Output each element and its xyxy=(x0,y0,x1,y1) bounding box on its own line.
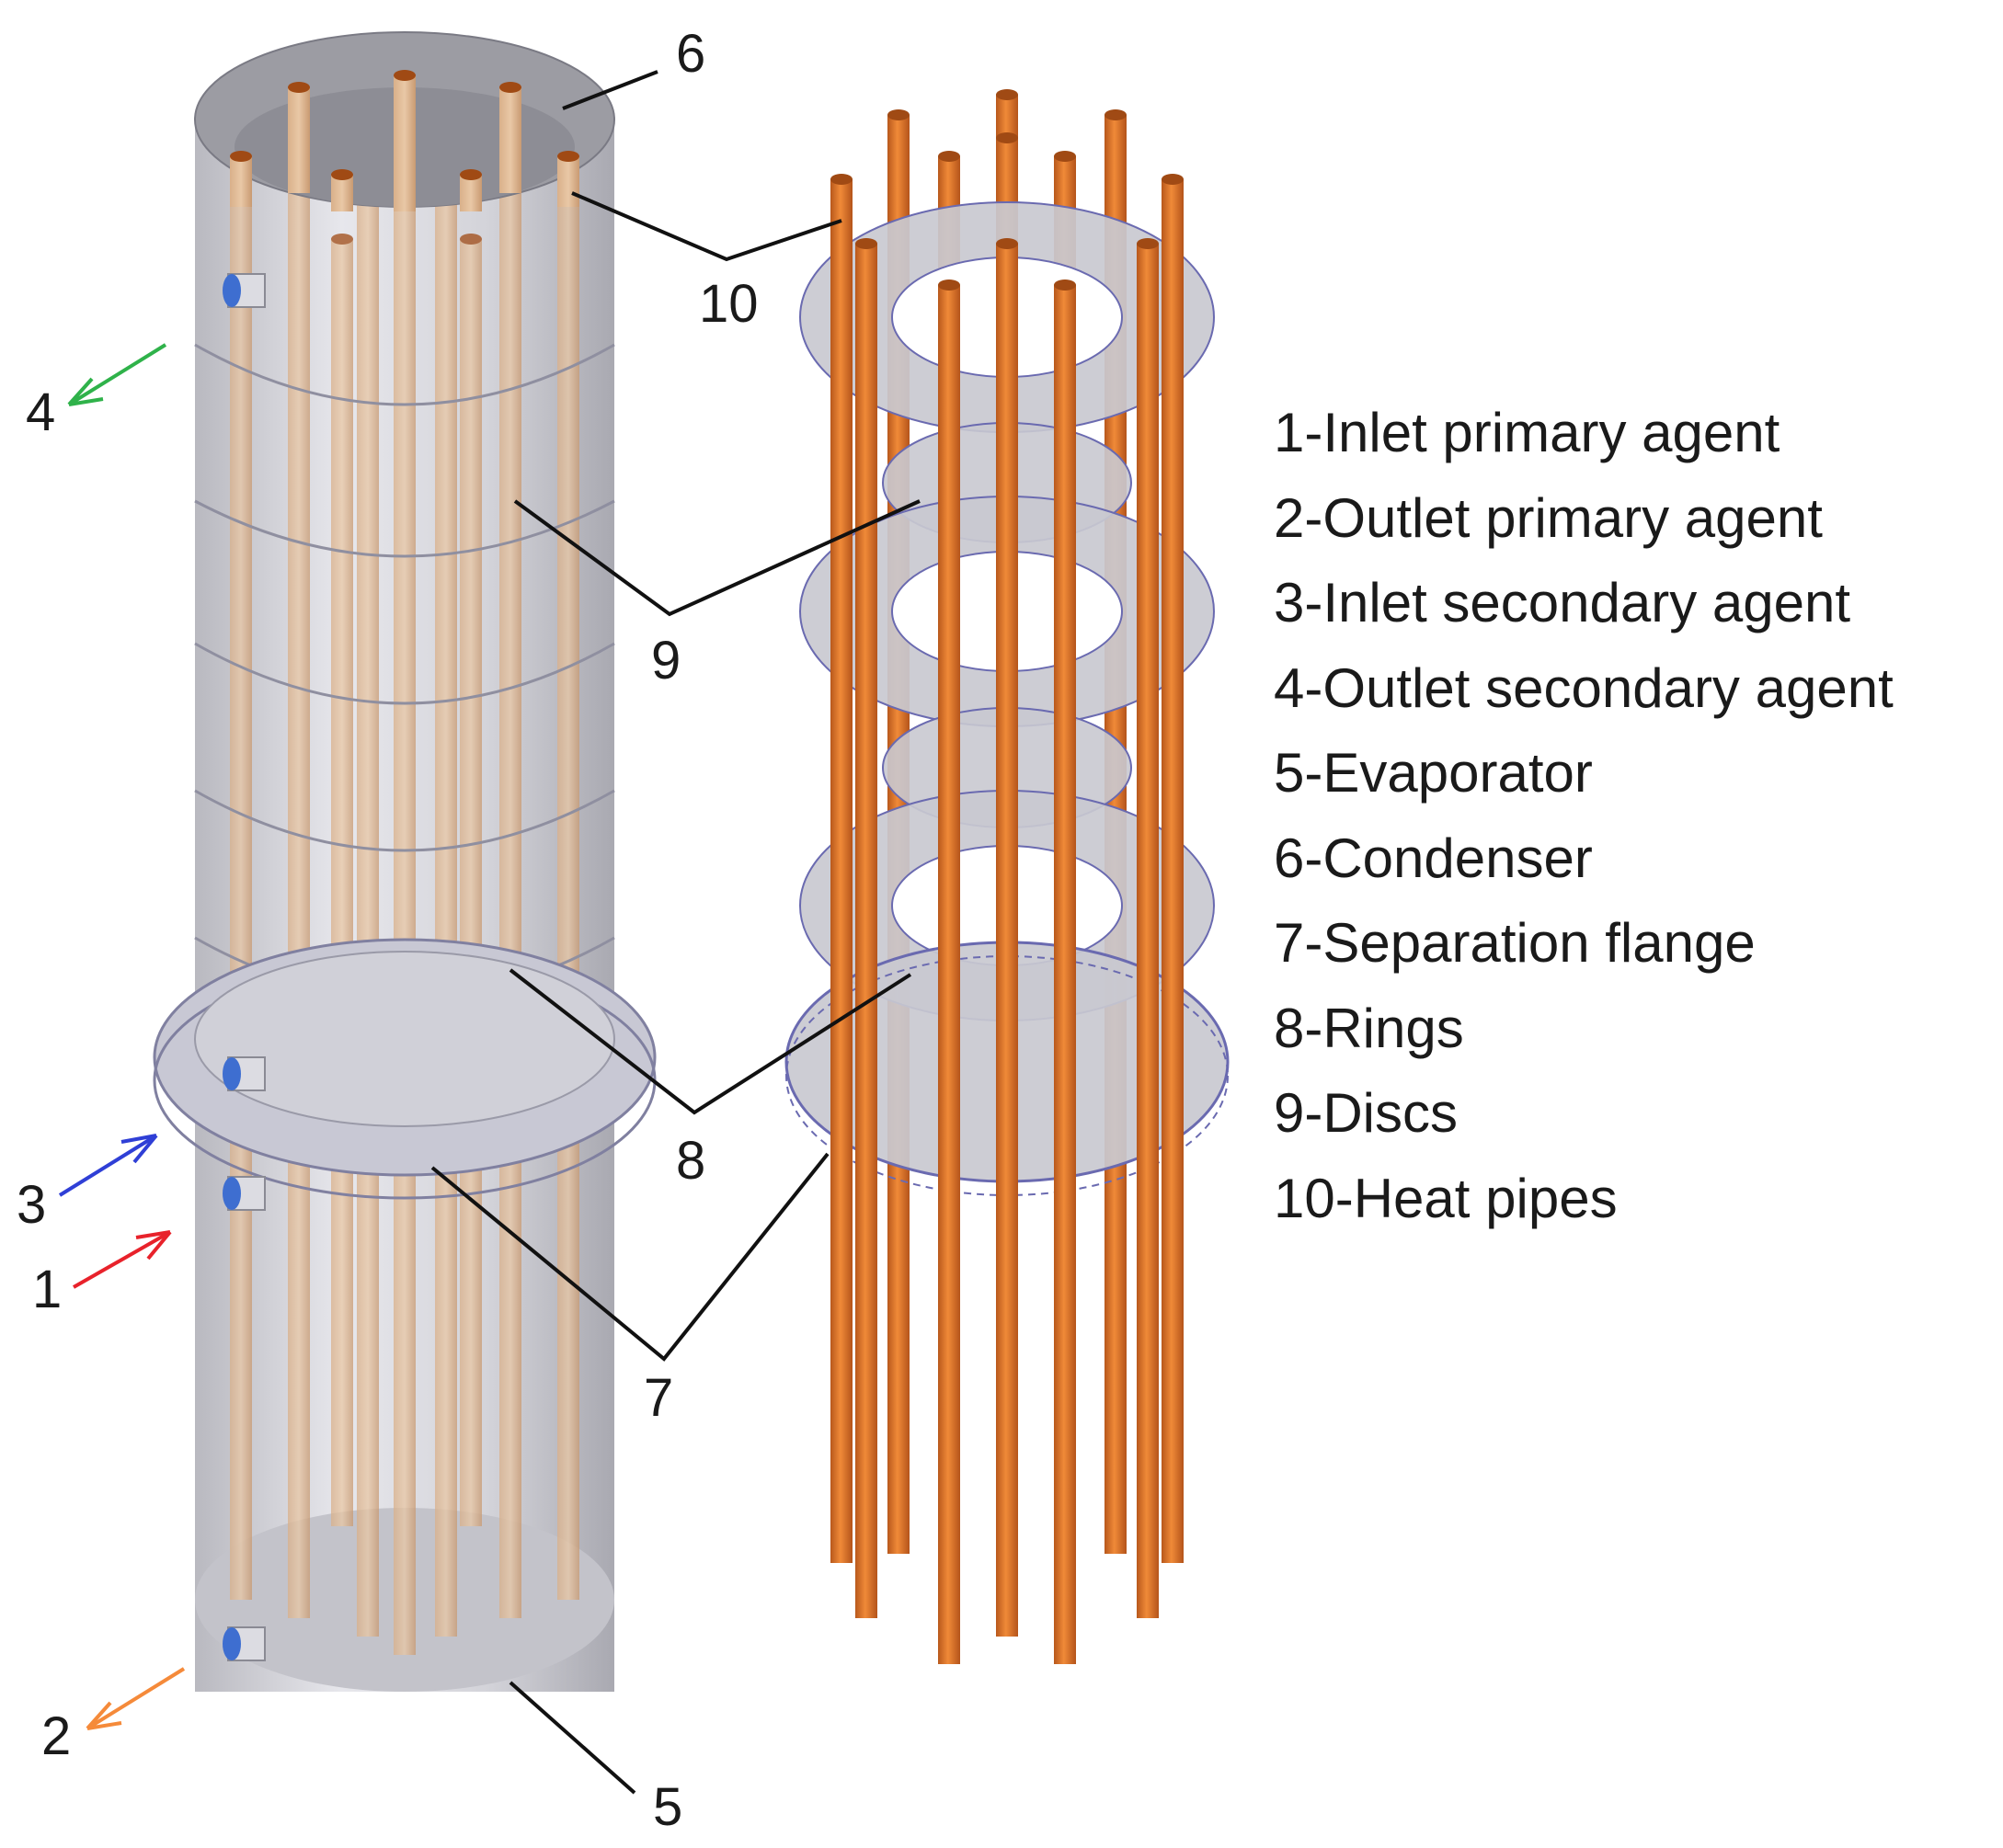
leader-10 xyxy=(571,191,842,262)
callout-2: 2 xyxy=(41,1706,71,1766)
legend-item-evaporator: 5-Evaporator xyxy=(1274,742,1593,804)
shell-pipe-4 xyxy=(394,114,416,1655)
heat-pipe-front-6 xyxy=(1054,279,1076,1664)
condenser-pipe-top-6 xyxy=(331,169,353,211)
callout-4: 4 xyxy=(26,382,55,442)
callout-10: 10 xyxy=(699,274,759,334)
callout-1: 1 xyxy=(32,1260,62,1319)
callout-numbers: 1 2 3 4 5 6 7 8 9 10 xyxy=(17,24,759,1837)
leader-9 xyxy=(513,499,921,617)
shell-pipe-2 xyxy=(288,132,310,1618)
callout-3: 3 xyxy=(17,1175,46,1235)
condenser-pipe-top-1 xyxy=(230,151,252,207)
condenser-pipe-top-7 xyxy=(460,169,482,211)
legend-item-inlet-primary: 1-Inlet primary agent xyxy=(1274,402,1780,463)
arrow-outlet-primary xyxy=(86,1667,186,1730)
shell-band-4 xyxy=(194,789,615,852)
condenser-pipe-top-5 xyxy=(557,151,579,207)
shell-pipe-3 xyxy=(357,178,379,1637)
callout-5: 5 xyxy=(653,1777,682,1837)
leader-lines xyxy=(430,70,921,1795)
nozzle-outlet-secondary xyxy=(223,273,266,308)
legend: 1-Inlet primary agent 2-Outlet primary a… xyxy=(1274,391,1894,1241)
heat-pipe-front-1 xyxy=(830,174,853,1563)
heat-pipe-front-7 xyxy=(996,238,1018,1637)
legend-item-rings: 8-Rings xyxy=(1274,997,1464,1059)
arrow-inlet-primary xyxy=(73,1230,172,1289)
assembled-exchanger xyxy=(153,31,657,1692)
heat-pipe-front-5 xyxy=(938,279,960,1664)
shell-pipe-5 xyxy=(435,178,457,1637)
condenser-pipe-top-3 xyxy=(394,70,416,211)
shell-pipe-6 xyxy=(499,132,521,1618)
legend-item-separation-flange: 7-Separation flange xyxy=(1274,912,1756,974)
nozzle-inlet-secondary xyxy=(223,1056,266,1091)
shell-pipe-7 xyxy=(557,151,579,1600)
nozzle-outlet-primary xyxy=(223,1626,266,1661)
flange-inner-edge xyxy=(194,951,615,1127)
callout-9: 9 xyxy=(651,631,681,690)
bundle-front-pipes xyxy=(830,174,1184,1664)
callout-8: 8 xyxy=(676,1131,705,1191)
arrow-inlet-secondary xyxy=(58,1134,158,1197)
callout-7: 7 xyxy=(644,1368,673,1428)
legend-item-discs: 9-Discs xyxy=(1274,1082,1459,1144)
heat-pipe-front-2 xyxy=(1162,174,1184,1563)
condenser-pipe-top-4 xyxy=(499,82,521,193)
leader-6 xyxy=(562,70,658,110)
heat-pipe-bundle xyxy=(784,89,1230,1664)
shell-pipe-1 xyxy=(230,151,252,1600)
condenser-pipe-top-2 xyxy=(288,82,310,193)
callout-6: 6 xyxy=(676,24,705,84)
flow-arrows xyxy=(58,343,186,1730)
leader-5 xyxy=(509,1681,636,1795)
shell-pipe-8 xyxy=(331,234,353,1526)
legend-item-outlet-secondary: 4-Outlet secondary agent xyxy=(1274,656,1894,719)
condenser-pipe-tops xyxy=(230,70,579,211)
heat-pipe-front-3 xyxy=(855,238,877,1618)
arrow-outlet-secondary xyxy=(67,343,167,406)
shell-pipe-9 xyxy=(460,234,482,1526)
legend-item-inlet-secondary: 3-Inlet secondary agent xyxy=(1274,572,1851,633)
shell-internal-pipes xyxy=(230,114,579,1655)
legend-item-outlet-primary: 2-Outlet primary agent xyxy=(1274,486,1823,549)
legend-item-heat-pipes: 10-Heat pipes xyxy=(1274,1167,1618,1229)
shell-band-2 xyxy=(194,499,615,558)
legend-item-condenser: 6-Condenser xyxy=(1274,827,1593,889)
shell-band-1 xyxy=(194,343,615,406)
nozzle-inlet-primary xyxy=(223,1176,266,1211)
shell-band-3 xyxy=(194,642,615,705)
leader-7 xyxy=(430,1152,830,1362)
leader-8 xyxy=(509,968,912,1115)
heat-pipe-front-4 xyxy=(1137,238,1159,1618)
